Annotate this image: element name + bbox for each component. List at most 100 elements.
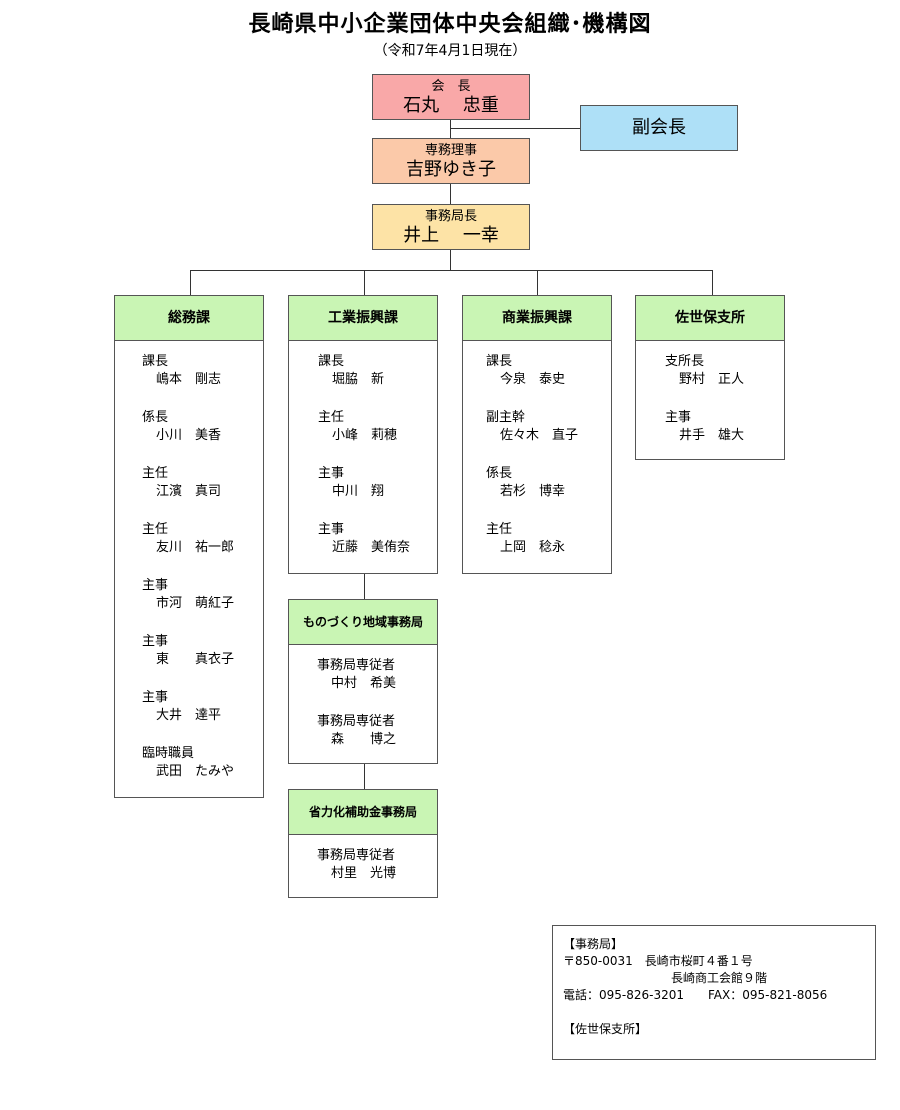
president-name: 石丸 忠重 xyxy=(403,95,499,116)
member-role: 係長 xyxy=(142,410,169,425)
member-name: 江濱 真司 xyxy=(156,484,222,499)
member-role: 課長 xyxy=(318,354,345,369)
office-address-line1: 〒850-0031 長崎市桜町４番１号 xyxy=(563,954,753,968)
member-role: 主任 xyxy=(142,466,169,481)
sub-office-monozukuri-body: 事務局専従者中村 希美 事務局専従者森 博之 xyxy=(288,645,438,764)
member-name: 小川 美香 xyxy=(156,428,222,443)
office-info-box: 【事務局】 〒850-0031 長崎市桜町４番１号 長崎商工会館９階 電話：09… xyxy=(552,925,876,1060)
member-name: 東 真衣子 xyxy=(156,652,235,667)
member-name: 中村 希美 xyxy=(331,676,397,691)
member-role: 臨時職員 xyxy=(142,746,195,761)
director-role: 専務理事 xyxy=(424,143,477,158)
member-name: 武田 たみや xyxy=(156,764,235,779)
connector-horizontal xyxy=(190,270,713,271)
director-box: 専務理事 吉野ゆき子 xyxy=(372,138,530,184)
connector-trunk xyxy=(450,120,451,270)
member-name: 森 博之 xyxy=(331,732,397,747)
member: 主事近藤 美侑奈 xyxy=(318,521,437,557)
member: 係長小川 美香 xyxy=(142,409,263,445)
secretary-general-role: 事務局長 xyxy=(424,209,477,224)
member-name: 友川 祐一郎 xyxy=(156,540,235,555)
dept-general-affairs-body: 課長嶋本 剛志 係長小川 美香 主任江濱 真司 主任友川 祐一郎 主事市河 萌紅… xyxy=(114,341,264,798)
member-name: 佐々木 直子 xyxy=(500,428,579,443)
page-title: 長崎県中小企業団体中央会組織･機構図 xyxy=(248,12,652,37)
sub-office-labor-saving-body: 事務局専従者村里 光博 xyxy=(288,835,438,898)
member: 主事大井 達平 xyxy=(142,689,263,725)
director-name: 吉野ゆき子 xyxy=(406,159,496,180)
member: 課長今泉 泰史 xyxy=(486,353,611,389)
member: 事務局専従者中村 希美 xyxy=(317,657,437,693)
sasebo-heading: 【佐世保支所】 xyxy=(563,1022,648,1036)
member: 主任小峰 莉穂 xyxy=(318,409,437,445)
office-heading: 【事務局】 xyxy=(563,937,624,951)
member: 主任江濱 真司 xyxy=(142,465,263,501)
member-name: 村里 光博 xyxy=(331,866,397,881)
member-role: 課長 xyxy=(142,354,169,369)
dept-industrial-promotion-header: 工業振興課 xyxy=(288,295,438,341)
member-role: 課長 xyxy=(486,354,513,369)
vice-president-box: 副会長 xyxy=(580,105,738,151)
dept-general-affairs-header: 総務課 xyxy=(114,295,264,341)
president-box: 会 長 石丸 忠重 xyxy=(372,74,530,120)
dept-commercial-promotion-body: 課長今泉 泰史 副主幹佐々木 直子 係長若杉 博幸 主任上岡 稔永 xyxy=(462,341,612,574)
connector-dept-3 xyxy=(537,270,538,296)
member-name: 市河 萌紅子 xyxy=(156,596,235,611)
member-name: 井手 雄大 xyxy=(679,428,745,443)
connector-sub-2 xyxy=(364,763,365,789)
member: 主事市河 萌紅子 xyxy=(142,577,263,613)
member-name: 堀脇 新 xyxy=(332,372,385,387)
member-name: 上岡 稔永 xyxy=(500,540,566,555)
secretary-general-box: 事務局長 井上 一幸 xyxy=(372,204,530,250)
member-name: 今泉 泰史 xyxy=(500,372,566,387)
member-name: 大井 達平 xyxy=(156,708,222,723)
dept-sasebo-branch-header: 佐世保支所 xyxy=(635,295,785,341)
member-name: 中川 翔 xyxy=(332,484,385,499)
vice-president-label: 副会長 xyxy=(632,117,686,138)
member: 支所長野村 正人 xyxy=(665,353,784,389)
secretary-general-name: 井上 一幸 xyxy=(403,225,499,246)
member: 副主幹佐々木 直子 xyxy=(486,409,611,445)
office-phone-fax: 電話：095-826-3201 FAX：095-821-8056 xyxy=(563,988,828,1002)
president-role: 会 長 xyxy=(431,79,471,94)
spacer xyxy=(563,1004,865,1021)
member-role: 主事 xyxy=(665,410,692,425)
member: 主任友川 祐一郎 xyxy=(142,521,263,557)
member: 課長嶋本 剛志 xyxy=(142,353,263,389)
member: 主事中川 翔 xyxy=(318,465,437,501)
member-role: 副主幹 xyxy=(486,410,526,425)
member-name: 小峰 莉穂 xyxy=(332,428,398,443)
member: 臨時職員武田 たみや xyxy=(142,745,263,781)
member: 事務局専従者村里 光博 xyxy=(317,847,437,883)
sub-office-monozukuri-header: ものづくり地域事務局 xyxy=(288,599,438,645)
member: 事務局専従者森 博之 xyxy=(317,713,437,749)
office-address-line2: 長崎商工会館９階 xyxy=(563,971,768,985)
connector-dept-2 xyxy=(364,270,365,296)
member-role: 主任 xyxy=(142,522,169,537)
member-role: 主事 xyxy=(318,466,345,481)
as-of-date: （令和7年4月1日現在） xyxy=(373,43,527,59)
member-role: 主任 xyxy=(486,522,513,537)
connector-dept-4 xyxy=(712,270,713,296)
connector-vice xyxy=(450,128,580,129)
member-role: 主事 xyxy=(318,522,345,537)
dept-sasebo-branch-body: 支所長野村 正人 主事井手 雄大 xyxy=(635,341,785,460)
member: 主任上岡 稔永 xyxy=(486,521,611,557)
member: 主事東 真衣子 xyxy=(142,633,263,669)
dept-commercial-promotion-header: 商業振興課 xyxy=(462,295,612,341)
dept-industrial-promotion-body: 課長堀脇 新 主任小峰 莉穂 主事中川 翔 主事近藤 美侑奈 xyxy=(288,341,438,574)
connector-dept-1 xyxy=(190,270,191,296)
member-name: 近藤 美侑奈 xyxy=(332,540,411,555)
member: 係長若杉 博幸 xyxy=(486,465,611,501)
connector-sub-1 xyxy=(364,573,365,599)
member-name: 若杉 博幸 xyxy=(500,484,566,499)
sub-office-labor-saving-header: 省力化補助金事務局 xyxy=(288,789,438,835)
member-role: 主事 xyxy=(142,634,169,649)
member-role: 主任 xyxy=(318,410,345,425)
member-name: 嶋本 剛志 xyxy=(156,372,222,387)
member-name: 野村 正人 xyxy=(679,372,745,387)
member-role: 支所長 xyxy=(665,354,705,369)
member: 主事井手 雄大 xyxy=(665,409,784,445)
member-role: 主事 xyxy=(142,690,169,705)
member-role: 係長 xyxy=(486,466,513,481)
member: 課長堀脇 新 xyxy=(318,353,437,389)
